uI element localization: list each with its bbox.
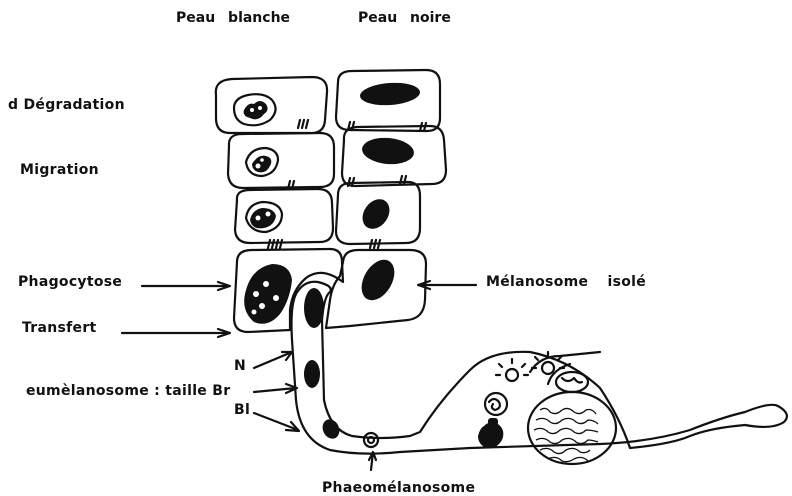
melanin-granule-white-row2 xyxy=(252,156,271,173)
chromatin-texture xyxy=(534,408,598,461)
premelanosome-swirl xyxy=(489,399,500,410)
dark-granule-top xyxy=(488,418,498,426)
vesicle-sun-2 xyxy=(542,362,554,374)
mitochondrion-cristae xyxy=(562,378,582,383)
melanin-granule-white-row4 xyxy=(244,264,292,324)
arrow-phagocytose xyxy=(142,282,230,290)
speck-9 xyxy=(259,303,265,309)
speck-10 xyxy=(273,295,279,301)
arrow-melanosome-isole xyxy=(418,281,476,289)
premelanosome xyxy=(485,393,507,415)
arrow-bl xyxy=(254,413,299,431)
cell-white-row3 xyxy=(235,189,333,243)
phaeomelanosome-core xyxy=(368,437,374,443)
speck-8 xyxy=(263,281,269,287)
melanosome-dendrite-2 xyxy=(304,360,320,388)
speck-3 xyxy=(256,164,261,169)
speck-2 xyxy=(258,106,262,110)
speck-4 xyxy=(260,158,264,162)
melanosome-black-row3 xyxy=(357,194,395,234)
melanosome-black-row1 xyxy=(359,81,420,107)
cell-white-row2 xyxy=(228,133,334,188)
vesicle-sun-1-rays xyxy=(496,359,528,375)
melanosome-black-row2 xyxy=(361,136,415,166)
melanin-granule-white-row1 xyxy=(244,101,268,119)
dark-melanosome-cluster xyxy=(478,422,503,448)
melanosome-black-row4 xyxy=(355,254,401,306)
phaeomelanosome xyxy=(364,433,378,447)
cell-white-row1 xyxy=(216,77,327,133)
speck-5 xyxy=(256,216,261,221)
speck-1 xyxy=(250,108,254,112)
arrow-n xyxy=(254,352,292,368)
speck-7 xyxy=(253,291,259,297)
speck-11 xyxy=(252,310,257,315)
arrow-transfert xyxy=(122,329,230,337)
speck-6 xyxy=(266,212,271,217)
mitochondrion xyxy=(556,372,588,392)
arrow-br xyxy=(254,384,297,393)
melanosome-dendrite-3 xyxy=(320,417,343,442)
melanosome-dendrite-1 xyxy=(304,288,324,328)
melanin-granule-white-row3 xyxy=(250,208,276,228)
vesicle-sun-1 xyxy=(506,369,518,381)
arrow-phaeomelanosome xyxy=(369,452,376,470)
